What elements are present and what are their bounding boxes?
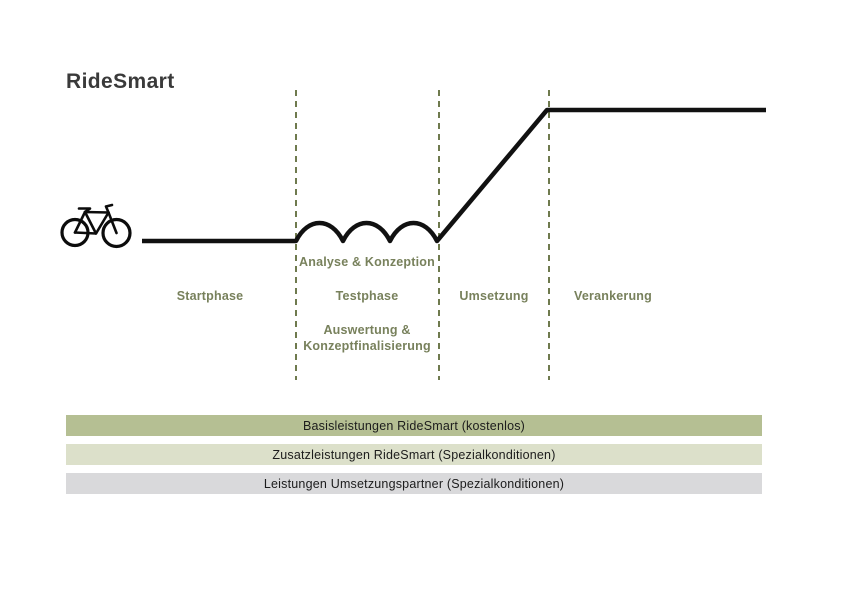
legend-bar-label: Zusatzleistungen RideSmart (Spezialkondi…: [272, 447, 556, 462]
legend-bar-label: Leistungen Umsetzungspartner (Spezialkon…: [263, 476, 565, 491]
legend-bar-basisleistungen: Basisleistungen RideSmart (kostenlos): [66, 415, 762, 436]
annotation-line-2: Konzeptfinalisierung: [303, 339, 431, 353]
annotation-analyse-konzeption: Analyse & Konzeption: [299, 255, 435, 269]
legend-bar-label: Basisleistungen RideSmart (kostenlos): [302, 418, 526, 433]
annotation-auswertung-konzeptfinalisierung: Auswertung & Konzeptfinalisierung: [303, 322, 431, 354]
phase-label-testphase: Testphase: [335, 289, 399, 303]
journey-line: [142, 107, 766, 244]
legend-bar-leistungen-umsetzungspartner: Leistungen Umsetzungspartner (Spezialkon…: [66, 473, 762, 494]
bicycle-icon: [60, 203, 132, 249]
phase-label-startphase: Startphase: [176, 289, 244, 303]
phase-label-verankerung: Verankerung: [574, 289, 652, 303]
legend-bar-zusatzleistungen: Zusatzleistungen RideSmart (Spezialkondi…: [66, 444, 762, 465]
ridesmart-logo: RideSmart: [66, 70, 175, 93]
annotation-line-1: Auswertung &: [323, 323, 411, 337]
phase-label-umsetzung: Umsetzung: [459, 289, 529, 303]
phase-dividers: [295, 90, 550, 380]
